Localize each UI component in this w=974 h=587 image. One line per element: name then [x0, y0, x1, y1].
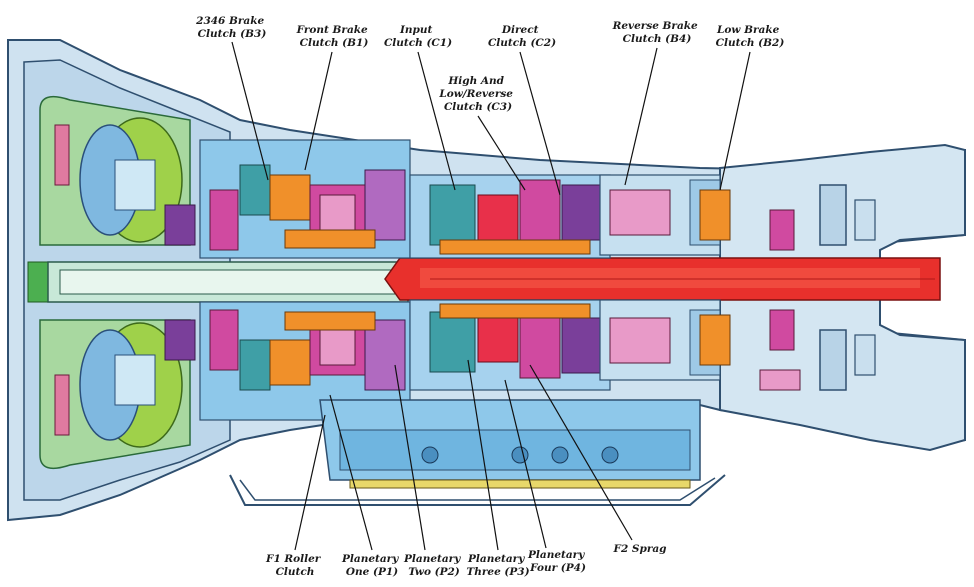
front-clutch-pack-lower	[199, 301, 411, 421]
labels: 2346 Brake Clutch (B3) Front Brake Clutc…	[195, 15, 784, 578]
valve-body	[319, 399, 701, 489]
mid-clutch-pack-lower	[409, 299, 611, 391]
label-low-brake-clutch: Low Brake Clutch (B2)	[716, 24, 785, 49]
label-2346-brake-clutch: 2346 Brake Clutch (B3)	[195, 15, 268, 40]
torque-converter	[27, 95, 196, 470]
leader-lines	[231, 41, 751, 551]
label-reverse-brake-clutch: Reverse Brake Clutch (B4)	[612, 20, 702, 45]
label-planetary-three: Planetary Three (P3)	[466, 553, 529, 578]
input-shaft	[47, 261, 409, 303]
front-clutch-pack-upper	[199, 139, 411, 259]
label-f2-sprag: F2 Sprag	[612, 543, 666, 555]
label-input-clutch: Input Clutch (C1)	[384, 24, 452, 49]
oil-pan	[229, 474, 726, 506]
label-f1-roller-clutch: F1 Roller Clutch	[265, 553, 324, 578]
mid-clutch-pack-upper	[409, 174, 611, 259]
label-direct-clutch: Direct Clutch (C2)	[488, 24, 556, 49]
rear-brake-pack-upper	[599, 174, 795, 256]
label-planetary-one: Planetary One (P1)	[341, 553, 402, 578]
label-planetary-two: Planetary Two (P2)	[403, 553, 464, 578]
output-shaft	[384, 257, 941, 301]
label-high-low-reverse-clutch: High And Low/Reverse Clutch (C3)	[438, 75, 516, 113]
label-planetary-four: Planetary Four (P4)	[527, 549, 588, 574]
rear-brake-pack-lower	[599, 299, 801, 391]
label-front-brake-clutch: Front Brake Clutch (B1)	[296, 24, 372, 49]
